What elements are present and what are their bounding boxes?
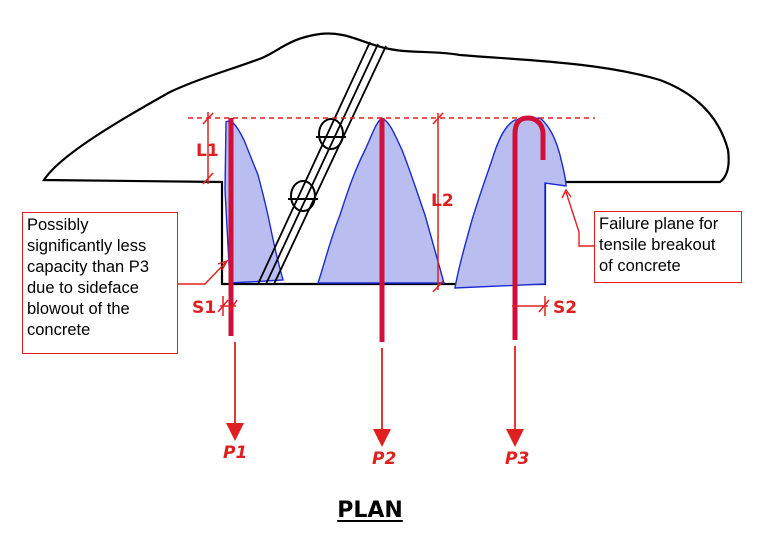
rebar-tie-upper	[316, 118, 346, 150]
breakout-cone-p1	[224, 120, 284, 284]
diagonal-rebar	[257, 41, 387, 285]
label-p3: P3	[505, 449, 529, 469]
callout-left-line-2: significantly less	[27, 237, 147, 255]
callout-right-line-1: Failure plane for	[599, 215, 719, 233]
plan-title: PLAN	[337, 498, 403, 523]
callout-left-line-3: capacity than P3	[27, 258, 149, 276]
callout-left-line-4: due to sideface	[27, 279, 139, 297]
dimension-l1	[202, 112, 214, 185]
dimension-l2	[432, 112, 444, 293]
label-l1: L1	[196, 141, 219, 161]
label-s1: S1	[192, 298, 216, 318]
label-l2: L2	[431, 191, 454, 211]
callout-left-line-1: Possibly	[27, 216, 89, 234]
leader-left-arrowhead	[217, 259, 229, 271]
concrete-outline	[42, 32, 730, 286]
callout-right-line-3: of concrete	[599, 257, 681, 275]
leader-right-callout	[565, 191, 594, 247]
dimension-s1	[217, 296, 238, 316]
callout-left-line-6: concrete	[27, 321, 91, 339]
dimension-s2	[512, 296, 550, 316]
callout-right-line-2: tensile breakout	[599, 236, 716, 254]
label-p1: P1	[223, 443, 247, 463]
callout-sideface-blowout: Possibly significantly less capacity tha…	[22, 212, 178, 354]
label-p2: P2	[372, 449, 396, 469]
callout-left-line-5: blowout of the	[27, 300, 130, 318]
leader-left-callout	[178, 261, 227, 285]
callout-failure-plane: Failure plane for tensile breakout of co…	[594, 211, 742, 283]
leader-right-arrowhead	[561, 188, 572, 199]
label-s2: S2	[553, 298, 577, 318]
rebar-tie-lower	[288, 180, 318, 212]
breakout-cone-p3	[454, 117, 567, 289]
anchor-p3	[512, 115, 546, 340]
